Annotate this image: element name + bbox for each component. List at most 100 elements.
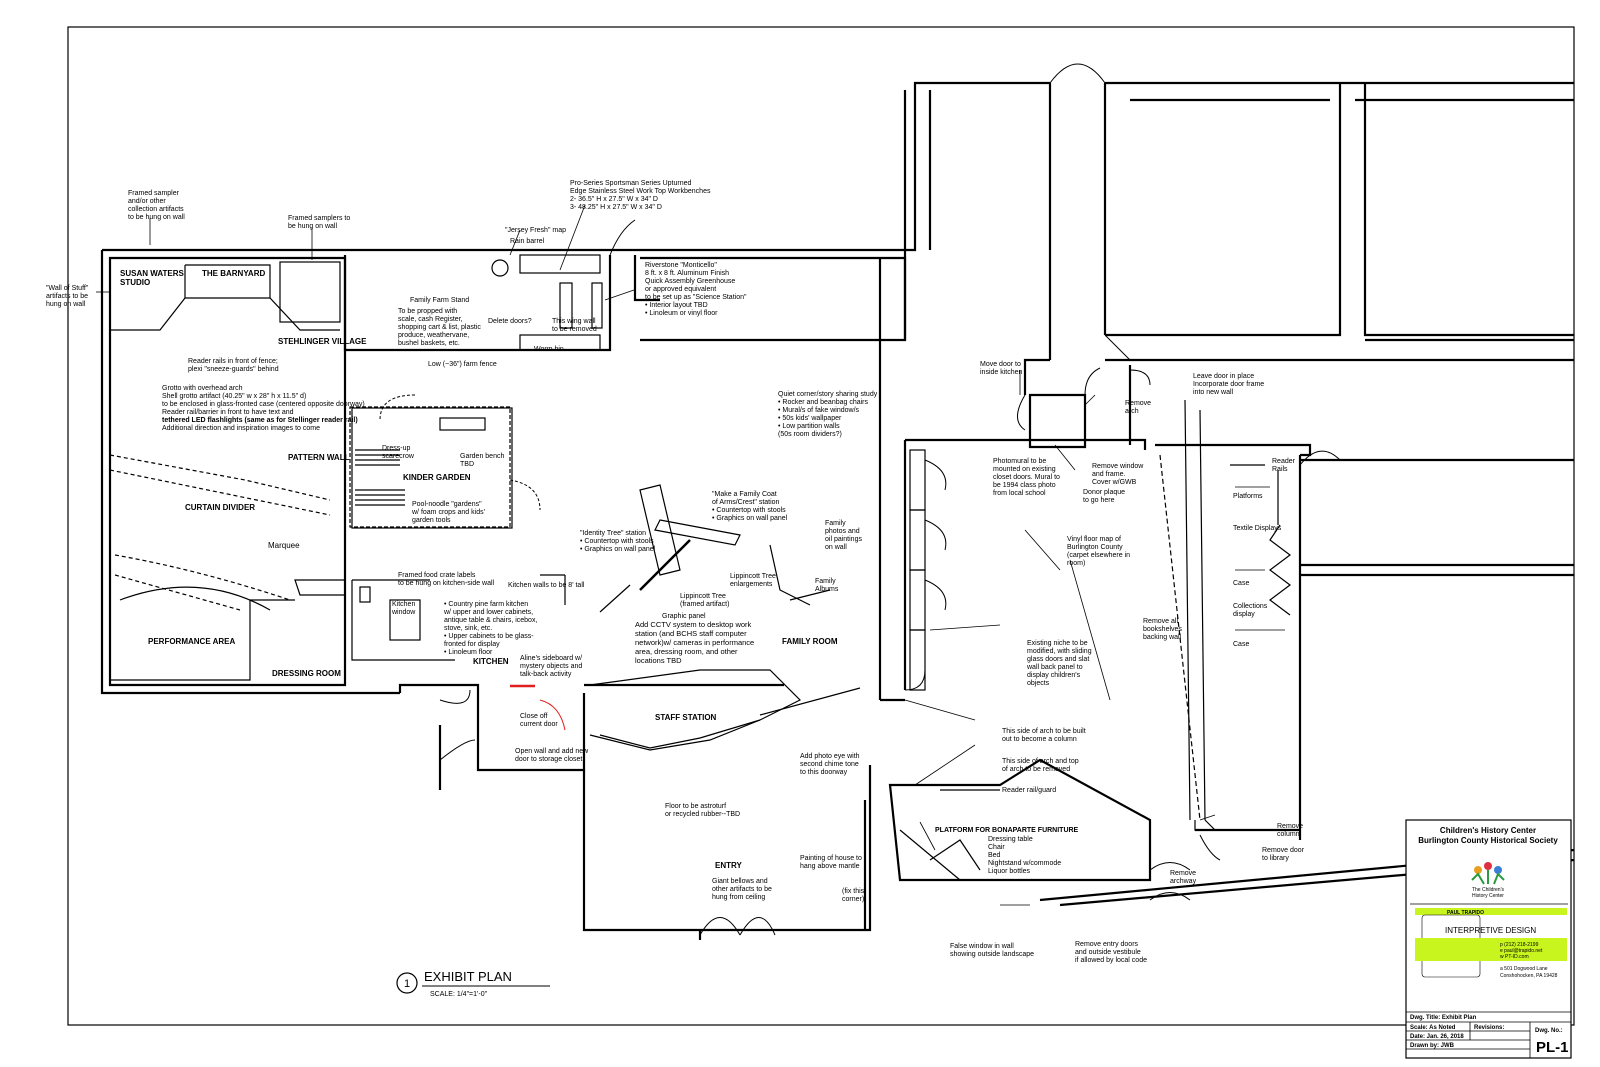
plan-title-block: 1 EXHIBIT PLAN SCALE: 1/4"=1'-0" xyxy=(396,969,550,998)
note-lippincott-framed: Lippincott Tree (framed artifact) xyxy=(680,593,729,608)
label-kitchen: KITCHEN xyxy=(473,657,509,666)
note-case2: Case xyxy=(1233,641,1249,648)
room-labels: SUSAN WATERS STUDIO THE BARNYARD STEHLIN… xyxy=(120,269,838,870)
note-riverstone: Riverstone "Monticello" 8 ft. x 8 ft. Al… xyxy=(645,262,748,317)
tb-designer-title: INTERPRETIVE DESIGN xyxy=(1445,926,1536,935)
title-block: Children's History Center Burlington Cou… xyxy=(1405,819,1572,1059)
note-remove-archway: Remove archway xyxy=(1170,870,1198,885)
note-arch-column: This side of arch to be built out to bec… xyxy=(1002,728,1088,743)
label-barnyard: THE BARNYARD xyxy=(202,269,265,278)
note-remove-door-lib: Remove door to library xyxy=(1262,847,1306,862)
note-pine-kitchen: • Country pine farm kitchen w/ upper and… xyxy=(443,601,539,656)
plan-number-circle xyxy=(396,972,418,994)
label-susan-waters-2: STUDIO xyxy=(120,278,150,287)
note-false-window: False window in wall showing outside lan… xyxy=(950,943,1034,958)
note-framed-food: Framed food crate labels to be hung on k… xyxy=(398,572,495,587)
note-kitchen-window: Kitchen window xyxy=(391,601,417,616)
note-floor-astro: Floor to be astroturf or recycled rubber… xyxy=(665,803,740,818)
interior-elements xyxy=(109,254,1291,881)
note-lippincott-enl: Lippincott Tree enlargements xyxy=(730,573,778,588)
tb-dwg-no-label: Dwg. No.: xyxy=(1535,1028,1563,1034)
note-family-farm-stand: Family Farm Stand To be propped with sca… xyxy=(398,297,483,347)
note-remove-window: Remove window and frame. Cover w/GWB xyxy=(1092,463,1145,486)
sheet-border xyxy=(67,26,1575,1026)
note-jersey-fresh: "Jersey Fresh" map xyxy=(505,227,566,234)
annotations: Framed sampler and/or other collection a… xyxy=(46,180,1306,964)
note-painting-house: Painting of house to hang above mantle xyxy=(800,855,864,870)
tb-scale: Scale: As Noted xyxy=(1410,1025,1456,1031)
note-wall-of-stuff: "Wall of Stuff" artifacts to be hung on … xyxy=(46,285,90,308)
note-farm-fence: Low (~36") farm fence xyxy=(428,361,497,368)
tb-revisions: Revisions: xyxy=(1474,1025,1504,1031)
label-staff-station: STAFF STATION xyxy=(655,713,717,722)
note-family-photos: Family photos and oil paintings on wall xyxy=(825,520,864,551)
note-pro-series: Pro-Series Sportsman Series Upturned Edg… xyxy=(570,180,712,211)
note-family-albums: Family Albums xyxy=(815,578,839,593)
note-reader-rail-guard: Reader rail/guard xyxy=(1002,787,1056,794)
label-curtain-divider: CURTAIN DIVIDER xyxy=(185,503,255,512)
label-entry: ENTRY xyxy=(715,861,742,870)
tb-drawn-by: Drawn by: JWB xyxy=(1410,1043,1455,1049)
note-textile: Textile Displays xyxy=(1233,525,1282,532)
tb-contact-phone: p (212) 218-2199 xyxy=(1500,942,1539,948)
walls xyxy=(100,81,1575,940)
note-framed-sampler: Framed sampler and/or other collection a… xyxy=(128,190,186,221)
note-close-off: Close off current door xyxy=(520,713,558,728)
note-framed-samplers: Framed samplers to be hung on wall xyxy=(288,215,352,230)
tb-date: Date: Jan. 26, 2018 xyxy=(1410,1034,1464,1040)
note-remove-entry: Remove entry doors and outside vestibule… xyxy=(1075,941,1147,964)
label-stehlinger: STEHLINGER VILLAGE xyxy=(278,337,367,346)
note-donor-plaque: Donor plaque to go here xyxy=(1083,489,1127,504)
note-remove-bookshelves: Remove all bookshelves backing wall xyxy=(1143,618,1184,641)
note-dress-up: Dress-up scarecrow xyxy=(382,445,415,460)
note-garden-bench: Garden bench TBD xyxy=(460,453,506,468)
note-leave-door: Leave door in place Incorporate door fra… xyxy=(1193,373,1266,396)
label-pattern-wall: PATTERN WALL xyxy=(288,453,350,462)
tb-designer-name: PAUL TRAPIDO xyxy=(1447,910,1484,916)
note-fix-corner: (fix this corner) xyxy=(842,888,866,903)
note-platforms: Platforms xyxy=(1233,493,1263,500)
label-kinder-garden: KINDER GARDEN xyxy=(403,473,471,482)
note-reader-rails: Reader rails in front of fence; plexi "s… xyxy=(188,358,280,373)
note-graphic-panel: Graphic panel xyxy=(662,613,706,620)
note-pool-noodle: Pool-noodle "gardens" w/ foam crops and … xyxy=(411,501,487,524)
tb-dwg-title: Dwg. Title: Exhibit Plan xyxy=(1410,1015,1477,1021)
leader-lines xyxy=(96,204,1285,906)
note-grotto: Grotto with overhead arch Shell grotto a… xyxy=(162,385,367,432)
note-vinyl-floor: Vinyl floor map of Burlington County (ca… xyxy=(1067,536,1132,567)
note-remove-arch: Remove arch xyxy=(1125,400,1153,415)
note-coat-of-arms: "Make a Family Coat of Arms/Crest" stati… xyxy=(712,491,788,522)
note-reader-rails-r: Reader Rails xyxy=(1272,458,1297,473)
note-case1: Case xyxy=(1233,580,1249,587)
door-swings xyxy=(379,63,1341,936)
note-existing-niche: Existing niche to be modified, with slid… xyxy=(1026,640,1094,687)
plan-scale: SCALE: 1/4"=1'-0" xyxy=(430,991,488,998)
note-cctv: Add CCTV system to desktop work station … xyxy=(635,620,756,665)
note-move-door: Move door to inside kitchen xyxy=(980,361,1023,376)
tb-address-2: Conshohocken, PA 19428 xyxy=(1500,973,1558,979)
note-open-wall: Open wall and add new door to storage cl… xyxy=(515,748,590,763)
note-giant-bellows: Giant bellows and other artifacts to be … xyxy=(712,878,774,901)
label-dressing-room: DRESSING ROOM xyxy=(272,669,341,678)
note-delete-doors: Delete doors? xyxy=(488,318,532,325)
note-quiet-corner: Quiet corner/story sharing study • Rocke… xyxy=(778,391,879,438)
note-alines: Aline's sideboard w/ mystery objects and… xyxy=(520,655,584,678)
note-wing-wall: This wing wall to be removed xyxy=(552,318,598,333)
logo-text-2: History Center xyxy=(1472,893,1504,899)
note-worm-bin: Worm bin xyxy=(534,346,564,353)
tb-contact-email: e paul@trapido.net xyxy=(1500,948,1543,954)
note-remove-column: Remove column xyxy=(1277,823,1305,838)
note-rain-barrel: Rain barrel xyxy=(510,238,545,245)
plan-title: EXHIBIT PLAN xyxy=(424,969,512,984)
tb-org-line1: Children's History Center xyxy=(1440,826,1536,835)
note-photo-eye: Add photo eye with second chime tone to … xyxy=(800,753,862,776)
label-performance-area: PERFORMANCE AREA xyxy=(148,637,235,646)
tb-dwg-no: PL-1 xyxy=(1536,1039,1569,1056)
note-identity-tree: "Identity Tree" station • Countertop wit… xyxy=(580,530,656,553)
note-arch-top: This side of arch and top of arch to be … xyxy=(1002,758,1081,773)
note-kitchen-walls: Kitchen walls to be 8' tall xyxy=(508,582,585,589)
tb-contact-web: w PT-ID.com xyxy=(1500,954,1529,960)
plan-number: 1 xyxy=(404,978,410,990)
label-family-room: FAMILY ROOM xyxy=(782,637,838,646)
